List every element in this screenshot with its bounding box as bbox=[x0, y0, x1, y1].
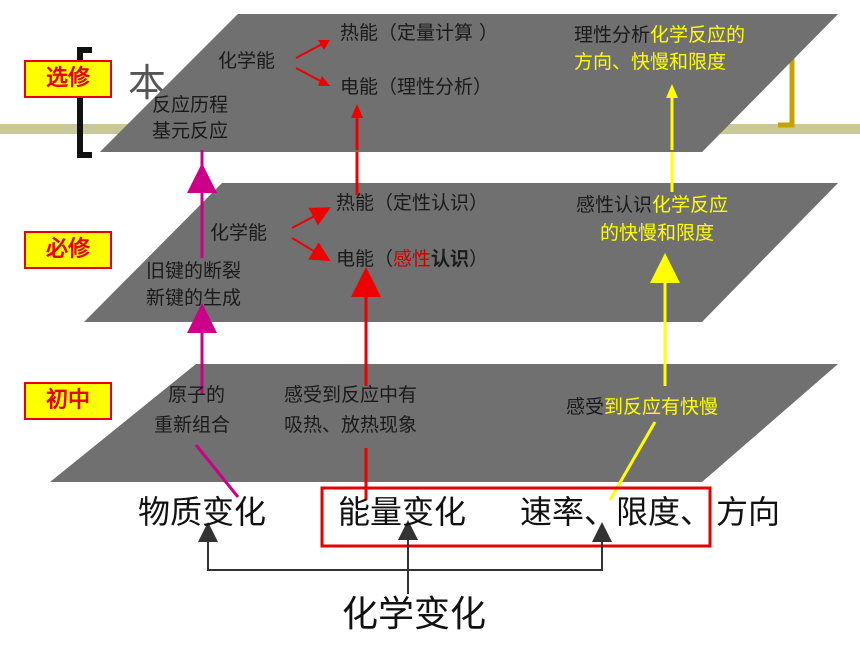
middle-perception-highlight: 化学反应 bbox=[652, 194, 729, 216]
plane-middle bbox=[84, 183, 838, 322]
middle-electric-prefix: 电能（ bbox=[336, 248, 394, 270]
connector-magenta-matter bbox=[194, 444, 240, 498]
bottom-atoms-line2: 重新组合 bbox=[154, 414, 231, 436]
top-analysis-line1: 理性分析化学反应的 bbox=[574, 24, 745, 48]
top-heat-energy: 热能（定量计算 ） bbox=[340, 22, 499, 44]
rate-limit-label: 速率、限度、 bbox=[520, 493, 713, 531]
bottom-rate-prefix: 感受 bbox=[566, 396, 605, 418]
bracket-horizontal bbox=[207, 536, 603, 571]
middle-bond-line1: 旧键的断裂 bbox=[146, 260, 242, 282]
top-analysis-highlight: 化学反应的 bbox=[650, 24, 746, 46]
middle-electric-energy: 电能（感性认识） bbox=[336, 248, 488, 272]
top-process-line1: 反应历程 bbox=[152, 94, 229, 116]
middle-electric-colored: 感性 bbox=[393, 248, 432, 270]
branch-arrow-middle-heat bbox=[291, 207, 331, 229]
top-analysis-line2: 方向、快慢和限度 bbox=[574, 51, 727, 73]
level-label-required: 必修 bbox=[24, 231, 112, 269]
energy-rate-box bbox=[320, 486, 712, 548]
middle-electric-suffix: ） bbox=[469, 248, 489, 270]
level-label-elective: 选修 bbox=[24, 60, 112, 98]
bottom-heat-line2: 吸热、放热现象 bbox=[284, 414, 418, 436]
plane-bottom bbox=[50, 364, 838, 482]
middle-electric-mid: 认识 bbox=[431, 248, 470, 270]
top-analysis-prefix: 理性分析 bbox=[574, 24, 651, 46]
top-electric-energy: 电能（理性分析） bbox=[340, 76, 493, 98]
middle-heat-energy: 热能（定性认识） bbox=[336, 192, 489, 214]
level-label-junior: 初中 bbox=[24, 382, 112, 420]
matter-change-label: 物质变化 bbox=[138, 493, 267, 531]
bottom-rate-text: 感受到反应有快慢 bbox=[566, 396, 718, 420]
bottom-rate-highlight: 到反应有快慢 bbox=[604, 396, 719, 418]
middle-perception-line2: 的快慢和限度 bbox=[600, 222, 715, 244]
direction-label: 方向 bbox=[716, 493, 781, 531]
energy-change-label: 能量变化 bbox=[338, 493, 467, 531]
top-process-line2: 基元反应 bbox=[152, 120, 229, 142]
top-chem-energy: 化学能 bbox=[218, 50, 276, 72]
bottom-atoms-line1: 原子的 bbox=[168, 384, 226, 406]
bottom-heat-line1: 感受到反应中有 bbox=[284, 384, 418, 406]
middle-bond-line2: 新键的生成 bbox=[146, 287, 242, 309]
branch-arrow-middle-electric bbox=[291, 237, 331, 262]
heading-bracket-left bbox=[77, 47, 92, 158]
middle-chem-energy: 化学能 bbox=[210, 222, 268, 244]
middle-perception-prefix: 感性认识 bbox=[576, 194, 653, 216]
middle-perception-line1: 感性认识化学反应 bbox=[576, 194, 728, 218]
chemical-change-label: 化学变化 bbox=[342, 594, 487, 635]
